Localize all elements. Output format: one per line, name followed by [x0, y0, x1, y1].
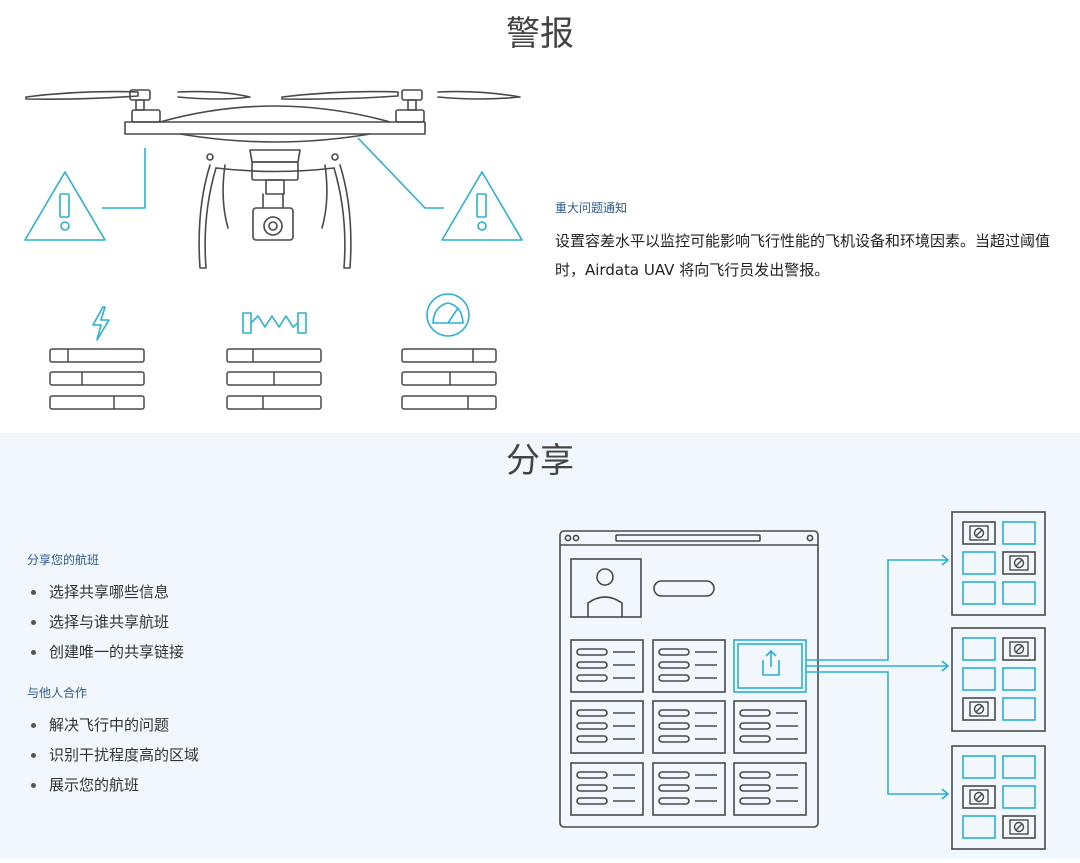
drone-icon — [24, 89, 523, 410]
gauge-icon — [426, 293, 470, 337]
blocked-icon — [973, 791, 985, 803]
share-group1-list: 选择共享哪些信息 选择与谁共享航班 创建唯一的共享链接 — [27, 577, 184, 667]
alerts-description: 设置容差水平以监控可能影响飞行性能的飞机设备和环境因素。当超过阈值时，Airda… — [555, 232, 1051, 279]
blocked-icon — [973, 703, 985, 715]
alerts-section: 警报 — [24, 14, 1051, 410]
blocked-icon — [1013, 557, 1025, 569]
vibration-icon — [242, 312, 307, 334]
list-item: 创建唯一的共享链接 — [27, 637, 184, 667]
alerts-subtitle: 重大问题通知 — [555, 201, 628, 215]
share-title: 分享 — [506, 441, 574, 481]
blocked-icon — [1013, 821, 1025, 833]
blocked-icon — [973, 527, 985, 539]
blocked-icon — [1013, 643, 1025, 655]
share-group2-title: 与他人合作 — [27, 686, 88, 700]
list-item: 展示您的航班 — [27, 770, 199, 800]
list-item: 识别干扰程度高的区域 — [27, 740, 199, 770]
alerts-title: 警报 — [506, 14, 574, 54]
lightning-icon — [92, 306, 110, 341]
user-avatar-icon — [570, 558, 642, 618]
share-group1-title: 分享您的航班 — [27, 553, 100, 567]
list-item: 选择与谁共享航班 — [27, 607, 184, 637]
share-group2-list: 解决飞行中的问题 识别干扰程度高的区域 展示您的航班 — [27, 710, 199, 800]
warning-icon — [441, 171, 523, 241]
warning-icon — [24, 171, 106, 241]
list-item: 选择共享哪些信息 — [27, 577, 184, 607]
list-item: 解决飞行中的问题 — [27, 710, 199, 740]
browser-window-icon — [559, 511, 1046, 850]
share-icon — [762, 649, 780, 676]
share-section: 分享 分享您的航班 选择共享哪些信息 选择与谁共享航班 创建唯一的共享链接 与他… — [0, 433, 1080, 859]
